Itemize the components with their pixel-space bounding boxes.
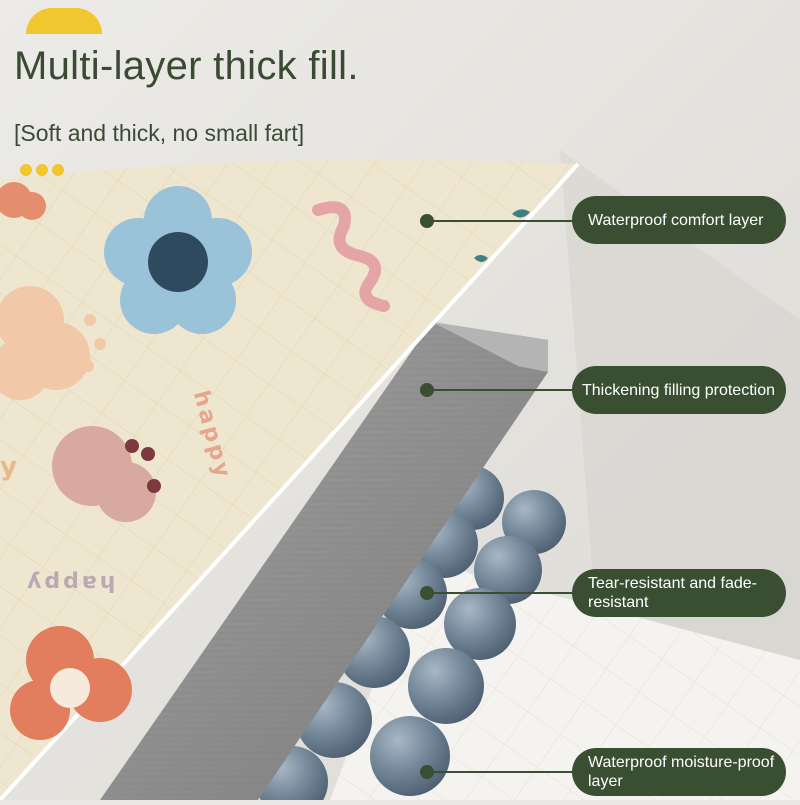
mat-print xyxy=(0,182,530,740)
page-title: Multi-layer thick fill. xyxy=(14,44,359,88)
callout-leader-4 xyxy=(428,771,576,773)
callout-tear-resistant: Tear-resistant and fade-resistant xyxy=(572,569,786,617)
foam-top-edge xyxy=(432,322,548,372)
callout-leader-2 xyxy=(428,389,576,391)
callout-dot-3 xyxy=(420,586,434,600)
star-dots-icon xyxy=(20,164,64,176)
callout-waterproof-moisture: Waterproof moisture-proof layer xyxy=(572,748,786,796)
page-subtitle: [Soft and thick, no small fart] xyxy=(14,120,305,146)
mat-word-happy-mirrored: happy xyxy=(24,570,116,595)
callout-waterproof-comfort: Waterproof comfort layer xyxy=(572,196,786,244)
callout-thickening-filling: Thickening filling protection xyxy=(572,366,786,414)
callout-dot-2 xyxy=(420,383,434,397)
callout-leader-3 xyxy=(428,592,576,594)
mat-word-fragment: y xyxy=(0,452,17,482)
callout-dot-1 xyxy=(420,214,434,228)
callout-leader-1 xyxy=(428,220,576,222)
yellow-arc-icon xyxy=(26,8,102,34)
callout-dot-4 xyxy=(420,765,434,779)
